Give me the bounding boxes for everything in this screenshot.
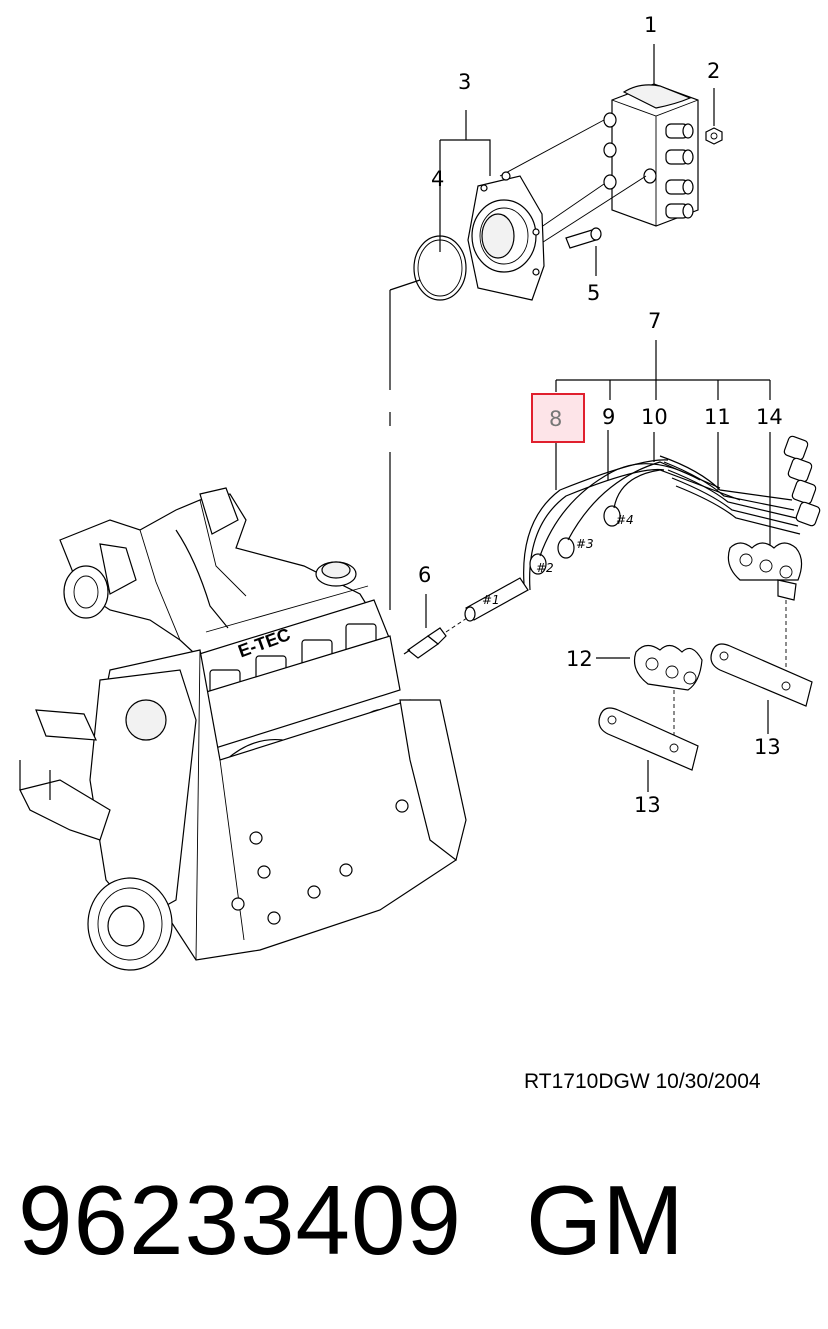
callout-5: 5 (587, 281, 600, 305)
ignition-coil (603, 83, 699, 227)
callout-7: 7 (648, 309, 661, 333)
mounting-strap-upper (710, 643, 813, 734)
cylinder-label-3: #3 (576, 537, 594, 551)
coil-bracket (467, 171, 545, 301)
callout-8: 8 (549, 407, 562, 431)
callout-13-upper: 13 (754, 735, 781, 759)
callout-14: 14 (756, 405, 783, 429)
callout-8-highlight-box (531, 393, 585, 443)
callout-3: 3 (458, 70, 471, 94)
callout-2: 2 (707, 59, 720, 83)
callout-12: 12 (566, 647, 593, 671)
engine-assembly: E-TEC (19, 487, 467, 971)
diagram-reference-code: RT1710DGW 10/30/2004 (524, 1070, 761, 1093)
bolt (565, 227, 602, 276)
callout-7-bracket (555, 340, 771, 560)
mounting-strap-lower (598, 707, 699, 792)
callout-13-lower: 13 (634, 793, 661, 817)
callout-1: 1 (644, 13, 657, 37)
wire-clip-upper (727, 542, 803, 680)
callout-11: 11 (704, 405, 731, 429)
cylinder-label-2: #2 (536, 561, 554, 575)
cylinder-label-1: #1 (482, 593, 500, 607)
cylinder-label-4: #4 (616, 513, 634, 527)
callout-9: 9 (602, 405, 615, 429)
callout-10: 10 (641, 405, 668, 429)
part-number: 96233409 (18, 1165, 463, 1275)
brand-name: GM (526, 1165, 684, 1275)
callout-6: 6 (418, 563, 431, 587)
wire-clip-lower (633, 644, 703, 744)
nut (705, 88, 723, 145)
callout-4: 4 (431, 167, 444, 191)
spark-plug (403, 594, 471, 659)
ignition-leads (464, 435, 821, 622)
